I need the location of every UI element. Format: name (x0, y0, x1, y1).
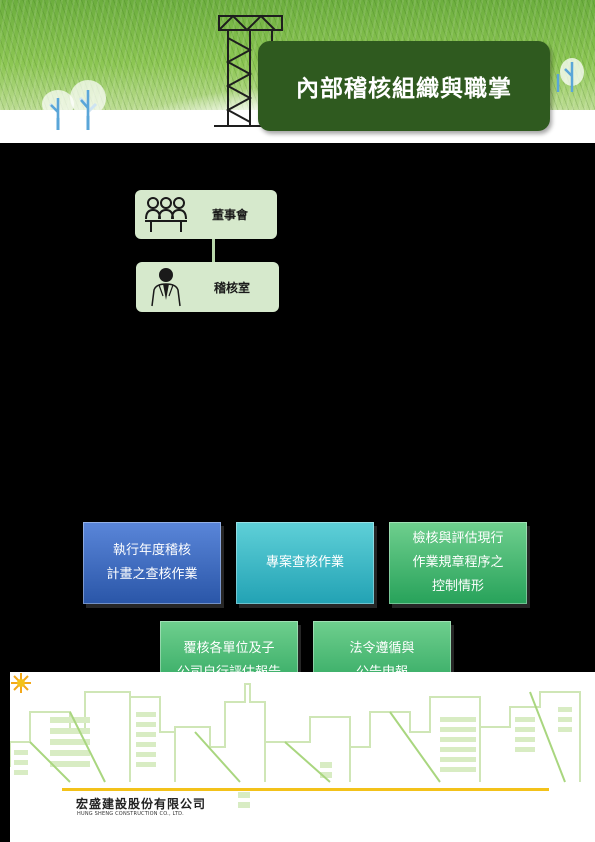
footer: 宏盛建設股份有限公司 HUNG SHENG CONSTRUCTION CO., … (10, 672, 595, 842)
header-banner: 內部稽核組織與職掌 (0, 0, 595, 143)
page-title: 內部稽核組織與職掌 (296, 76, 512, 102)
header-decoration (42, 14, 584, 130)
duty-annual-audit: 執行年度稽核 計畫之查核作業 (83, 522, 221, 604)
duty-label: 檢核與評估現行 作業規章程序之 控制情形 (412, 531, 504, 594)
brand-divider (62, 788, 549, 791)
board-meeting-icon (145, 197, 187, 232)
company-logo-icon (11, 673, 31, 693)
title-banner: 內部稽核組織與職掌 (258, 41, 550, 131)
duty-special-audit: 專案查核作業 (236, 522, 374, 604)
org-node-board: 董事會 (135, 190, 277, 239)
city-skyline-illustration (10, 683, 581, 808)
crane-icon (214, 14, 283, 127)
org-node-label: 稽核室 (214, 281, 251, 295)
businessman-icon (151, 268, 181, 307)
org-connector (212, 238, 215, 264)
company-name-en: HUNG SHENG CONSTRUCTION CO., LTD. (77, 811, 184, 817)
duty-label: 執行年度稽核 計畫之查核作業 (106, 543, 198, 582)
org-node-audit-office: 稽核室 (136, 262, 279, 312)
duty-control-review: 檢核與評估現行 作業規章程序之 控制情形 (389, 522, 527, 604)
org-node-label: 董事會 (212, 208, 249, 222)
duty-label: 專案查核作業 (265, 555, 344, 570)
company-name-cn: 宏盛建設股份有限公司 (76, 797, 207, 811)
